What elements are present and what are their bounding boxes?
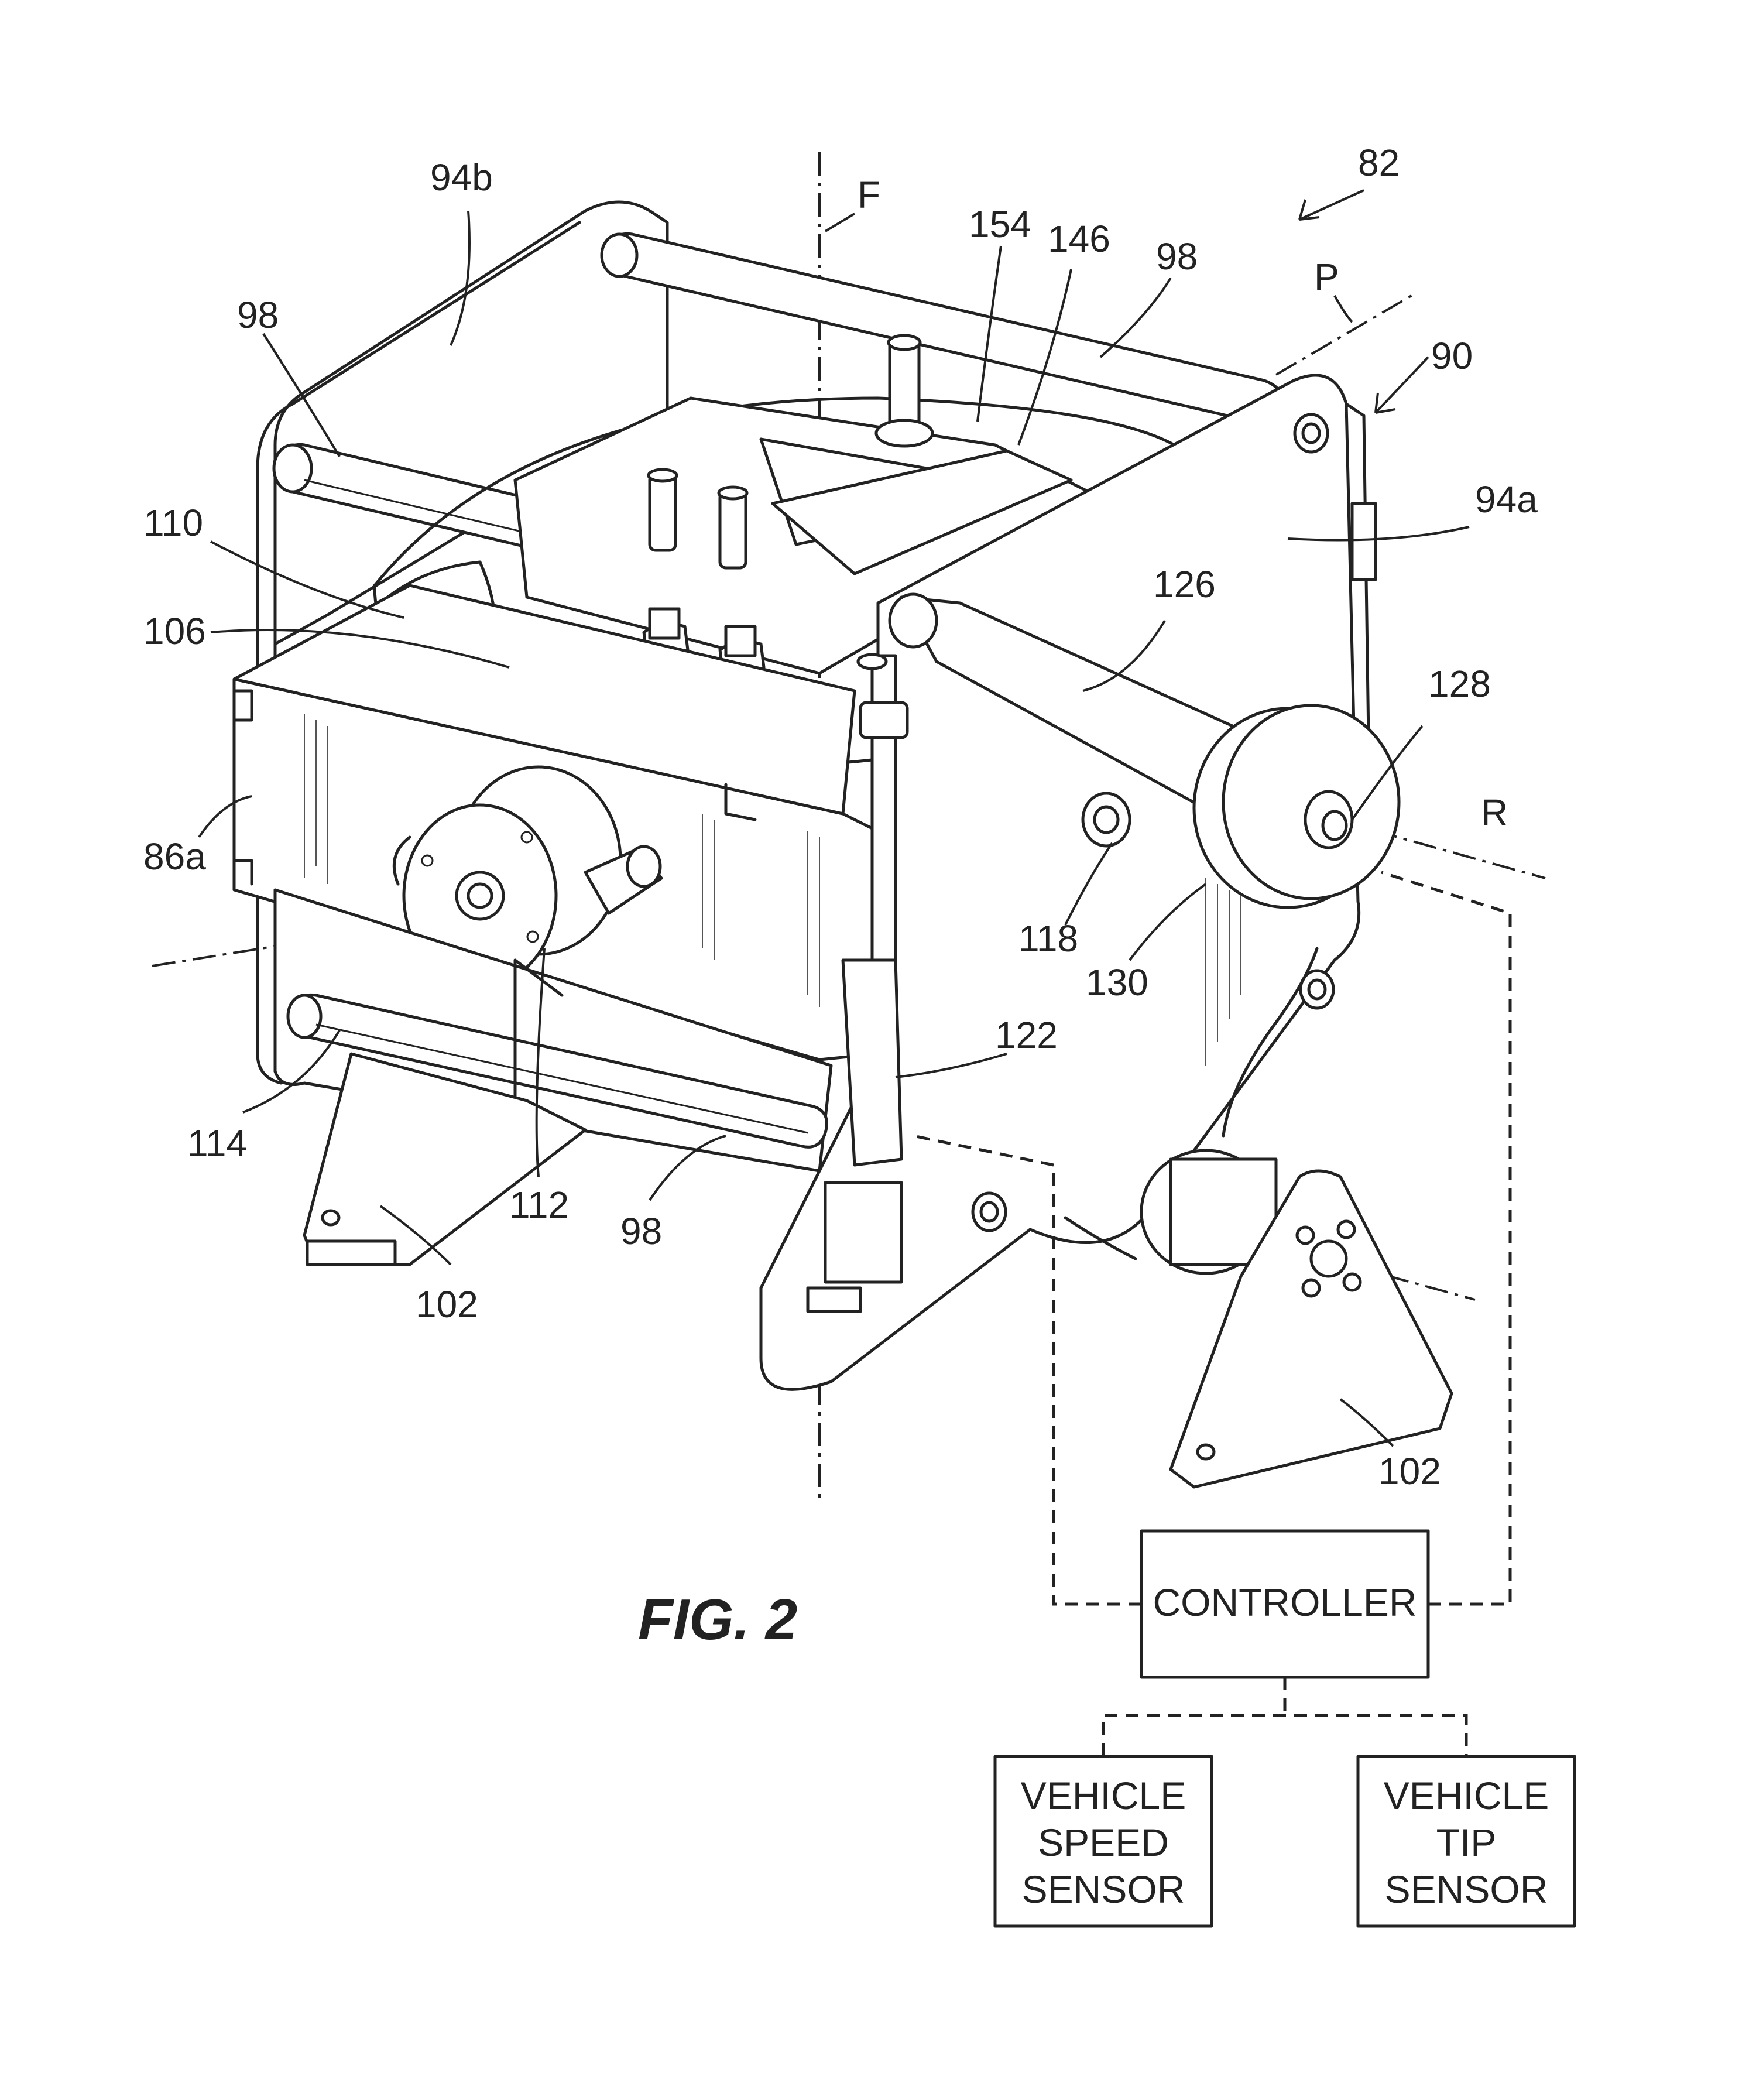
label-86a: 86a [143,835,206,878]
actuator-122 [841,958,903,1167]
label-112: 112 [509,1184,569,1226]
label-114: 114 [187,1122,247,1164]
axis-r-line [1334,818,1546,879]
label-118: 118 [1018,917,1078,960]
plate-94a-shading [1205,878,1241,1066]
plate-bolts [971,413,1335,1232]
label-126: 126 [1153,563,1216,605]
label-94b: 94b [430,156,493,198]
label-102-left: 102 [416,1283,478,1325]
figure-caption: FIG. 2 [638,1587,797,1652]
tip-sensor-line-3: SENSOR [1385,1868,1548,1911]
label-122: 122 [995,1014,1058,1056]
post-upper [888,338,921,429]
foot-102-right [1169,1169,1453,1489]
tip-sensor-box [1356,1755,1576,1928]
label-106: 106 [143,610,206,652]
label-130: 130 [1086,961,1148,1003]
leader-lines [198,189,1470,1447]
tip-sensor-line-1: VEHICLE [1384,1774,1549,1817]
label-90: 90 [1431,335,1473,377]
axis-p-line [1275,292,1418,376]
reference-labels: 82 F 154 146 98 P 90 94b 98 94a 110 106 … [143,142,1538,1492]
speed-sensor-box [993,1755,1213,1928]
front-panel-shading [304,714,820,1007]
speed-sensor-line-3: SENSOR [1022,1868,1185,1911]
label-98-bottom: 98 [620,1210,662,1252]
label-98-top-left: 98 [237,294,279,336]
signal-connections [913,871,1512,1756]
front-box-top [232,584,856,816]
side-plate-94b-edge [256,221,581,470]
label-110: 110 [143,502,203,544]
speed-sensor-line-2: SPEED [1038,1821,1169,1864]
label-82: 82 [1358,142,1400,184]
label-F: F [858,174,880,216]
label-102-right: 102 [1378,1450,1441,1492]
label-154: 154 [969,203,1031,245]
label-128: 128 [1428,663,1491,705]
label-146: 146 [1048,218,1110,260]
controller-label: CONTROLLER [1153,1581,1417,1624]
label-98-top-right: 98 [1156,235,1198,278]
tip-sensor-line-2: TIP [1436,1821,1497,1864]
label-R: R [1481,792,1508,834]
speed-sensor-line-1: VEHICLE [1021,1774,1186,1817]
label-94a: 94a [1475,478,1538,520]
label-P: P [1314,256,1339,298]
side-plate-94b [273,200,669,646]
foot-102-left [303,1052,587,1266]
